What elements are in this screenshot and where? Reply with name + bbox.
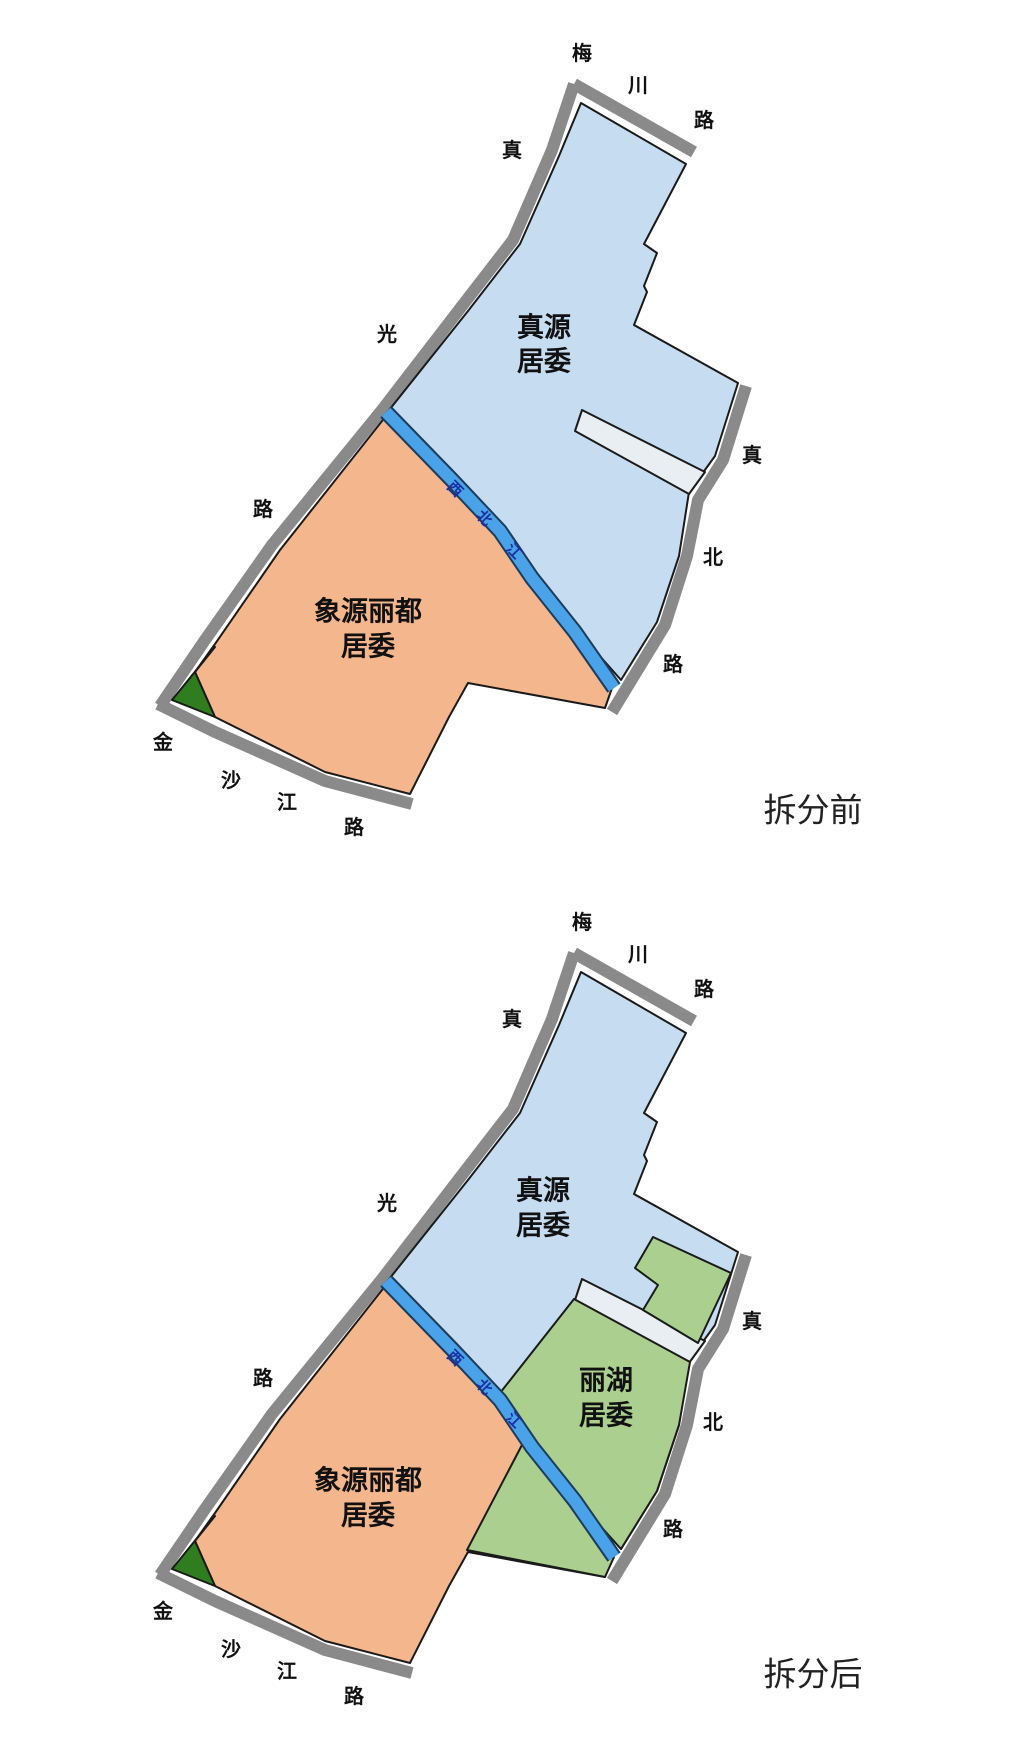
road-label-jinshajiang: 金 <box>152 1599 174 1623</box>
road-label-jinshajiang: 路 <box>344 815 365 839</box>
region-label-zhenyuan: 居委 <box>517 347 571 378</box>
road-label-zhenguang: 路 <box>253 1366 274 1390</box>
region-label-zhenyuan: 居委 <box>516 1211 570 1242</box>
road-label-meichuan: 路 <box>694 977 715 1001</box>
road-label-jinshajiang: 路 <box>344 1684 365 1708</box>
road-label-jinshajiang: 沙 <box>221 1637 241 1661</box>
map-before-split: 西 北 江 真源 居委 象源丽都 居委 梅 川 路 真 光 路 金 沙 江 路 … <box>152 41 863 839</box>
road-label-zhenbei: 北 <box>703 1410 723 1434</box>
map-after-split: 西 北 江 真源 居委 象源丽都 居委 丽湖 居委 梅 川 路 真 光 路 金 … <box>152 910 863 1708</box>
road-label-jinshajiang: 金 <box>152 730 174 754</box>
region-label-xiangyuan-lidu: 居委 <box>341 1501 395 1532</box>
region-label-xiangyuan-lidu: 象源丽都 <box>314 596 422 628</box>
map-caption: 拆分前 <box>764 791 863 830</box>
region-label-xiangyuan-lidu: 居委 <box>341 632 395 663</box>
region-label-lihu: 丽湖 <box>579 1366 633 1397</box>
road-label-zhenguang: 真 <box>502 1007 522 1031</box>
road-label-zhenbei: 路 <box>663 1517 684 1541</box>
road-label-zhenguang: 光 <box>376 322 397 346</box>
road-label-meichuan: 川 <box>627 942 648 966</box>
road-label-meichuan: 川 <box>627 73 648 97</box>
road-label-zhenbei: 真 <box>742 1309 762 1333</box>
road-label-zhenbei: 北 <box>703 545 723 569</box>
road-label-jinshajiang: 江 <box>277 1659 297 1683</box>
road-label-jinshajiang: 江 <box>277 790 297 814</box>
region-label-zhenyuan: 真源 <box>516 1176 570 1207</box>
region-label-xiangyuan-lidu: 象源丽都 <box>314 1465 422 1497</box>
map-caption: 拆分后 <box>764 1655 863 1694</box>
road-label-zhenbei: 真 <box>742 443 762 467</box>
region-lihu-north[interactable] <box>634 1236 732 1344</box>
road-label-meichuan: 路 <box>694 108 715 132</box>
road-label-zhenbei: 路 <box>663 652 684 676</box>
road-label-meichuan: 梅 <box>572 41 592 65</box>
road-label-zhenguang: 光 <box>376 1191 397 1215</box>
region-label-lihu: 居委 <box>579 1401 633 1432</box>
region-label-zhenyuan: 真源 <box>517 313 571 344</box>
road-label-zhenguang: 真 <box>502 138 522 162</box>
road-label-meichuan: 梅 <box>572 910 592 934</box>
road-label-zhenguang: 路 <box>253 497 274 521</box>
road-label-jinshajiang: 沙 <box>221 768 241 792</box>
